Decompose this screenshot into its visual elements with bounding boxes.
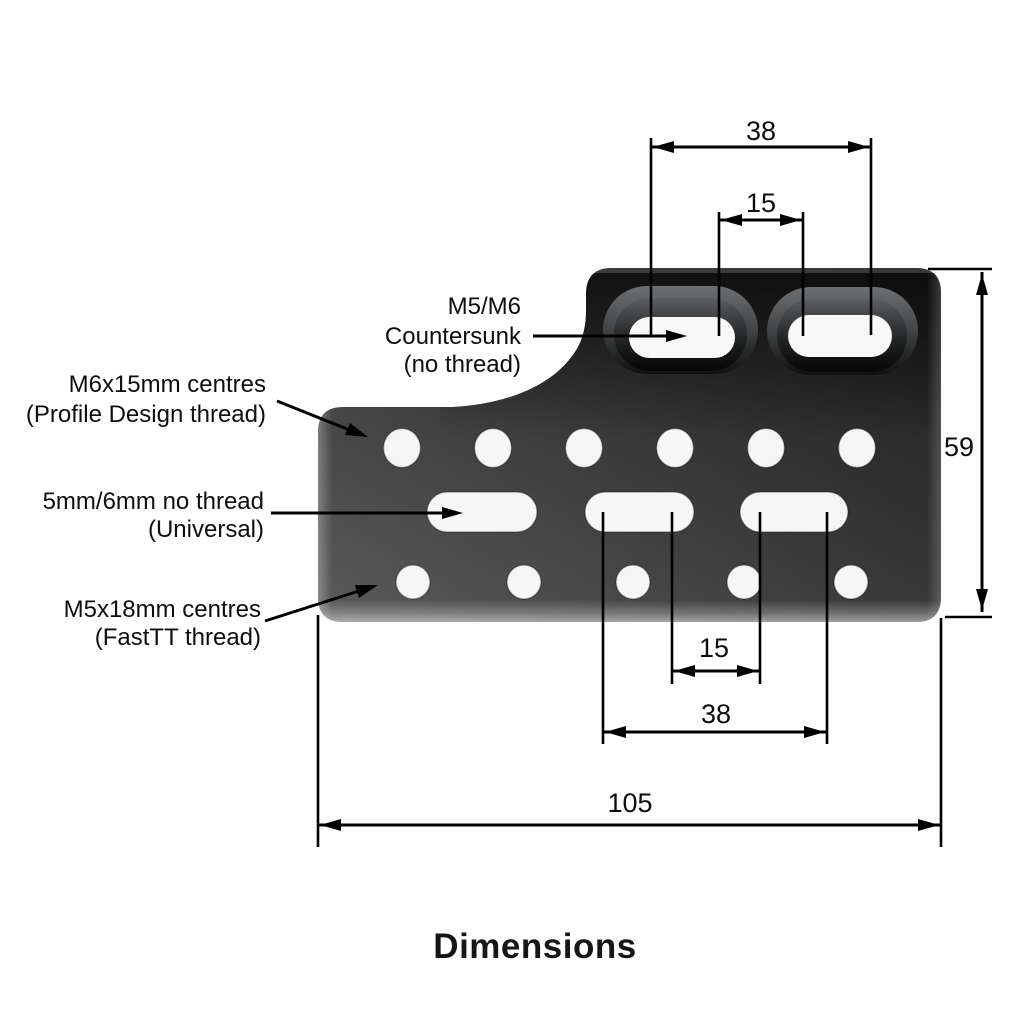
m5-hole bbox=[615, 564, 651, 600]
label-m5-2: (FastTT thread) bbox=[95, 624, 261, 651]
label-universal-1: 5mm/6mm no thread bbox=[43, 488, 264, 515]
dim-width: 105 bbox=[316, 615, 943, 847]
leader-arrowhead bbox=[345, 423, 368, 437]
arrowhead-left bbox=[721, 214, 742, 226]
arrowhead-right bbox=[848, 141, 869, 153]
top-edge-highlight bbox=[586, 268, 941, 273]
leader-arrowhead bbox=[442, 507, 463, 519]
m5-hole-row bbox=[395, 564, 869, 600]
dim-value-top-outer: 38 bbox=[746, 116, 776, 146]
callout-universal: 5mm/6mm no thread (Universal) bbox=[43, 488, 463, 543]
dim-top-outer: 38 bbox=[649, 116, 873, 337]
countersunk-slot bbox=[788, 315, 892, 357]
dim-value-top-inner: 15 bbox=[746, 188, 776, 218]
right-edge-highlight bbox=[927, 268, 941, 622]
dim-bottom-inner: 15 bbox=[670, 512, 762, 684]
arrowhead-bottom bbox=[976, 589, 988, 610]
leader-arrowhead bbox=[355, 585, 378, 598]
dim-bottom-outer: 38 bbox=[601, 512, 829, 744]
dim-value-height: 59 bbox=[944, 432, 974, 462]
dim-value-width: 105 bbox=[607, 788, 652, 818]
m5-hole bbox=[506, 564, 542, 600]
callout-m5-centres: M5x18mm centres (FastTT thread) bbox=[64, 585, 378, 651]
arrowhead-left bbox=[605, 726, 626, 738]
label-countersunk-2: Countersunk bbox=[385, 323, 522, 350]
dim-top-inner: 15 bbox=[717, 188, 805, 336]
label-m6-2: (Profile Design thread) bbox=[26, 401, 266, 428]
arrowhead-top bbox=[976, 274, 988, 295]
m6-hole bbox=[746, 427, 786, 469]
m5-hole bbox=[395, 564, 431, 600]
arrowhead-right bbox=[780, 214, 801, 226]
dim-value-bottom-inner: 15 bbox=[699, 633, 729, 663]
m5-hole bbox=[833, 564, 869, 600]
label-countersunk-3: (no thread) bbox=[404, 351, 521, 378]
countersunk-slot bbox=[629, 317, 735, 358]
dim-value-bottom-outer: 38 bbox=[701, 699, 731, 729]
label-countersunk-1: M5/M6 bbox=[448, 293, 521, 320]
arrowhead-right bbox=[918, 819, 939, 831]
m6-hole bbox=[382, 427, 422, 469]
m6-hole bbox=[564, 427, 604, 469]
m6-hole-row bbox=[382, 427, 877, 469]
callout-m6-centres: M6x15mm centres (Profile Design thread) bbox=[26, 371, 368, 437]
leader-line bbox=[276, 399, 353, 433]
figure-title: Dimensions bbox=[433, 927, 636, 966]
universal-slot bbox=[584, 491, 695, 533]
leader-arrowhead bbox=[666, 330, 687, 342]
m6-hole bbox=[837, 427, 877, 469]
leader-line bbox=[264, 588, 363, 623]
m6-hole bbox=[473, 427, 513, 469]
callout-countersunk: M5/M6 Countersunk (no thread) bbox=[385, 293, 687, 378]
universal-slot-row bbox=[426, 491, 849, 533]
label-universal-2: (Universal) bbox=[148, 516, 264, 543]
label-m5-1: M5x18mm centres bbox=[64, 596, 261, 623]
dim-height: 59 bbox=[928, 267, 992, 619]
arrowhead-right bbox=[737, 665, 758, 677]
m5-hole bbox=[726, 564, 762, 600]
bottom-edge-highlight bbox=[318, 600, 941, 622]
arrowhead-left bbox=[320, 819, 341, 831]
arrowhead-right bbox=[804, 726, 825, 738]
arrowhead-left bbox=[653, 141, 674, 153]
universal-slot bbox=[739, 491, 849, 533]
m6-hole bbox=[655, 427, 695, 469]
plate bbox=[318, 268, 941, 622]
arrowhead-left bbox=[674, 665, 695, 677]
label-m6-1: M6x15mm centres bbox=[69, 371, 266, 398]
